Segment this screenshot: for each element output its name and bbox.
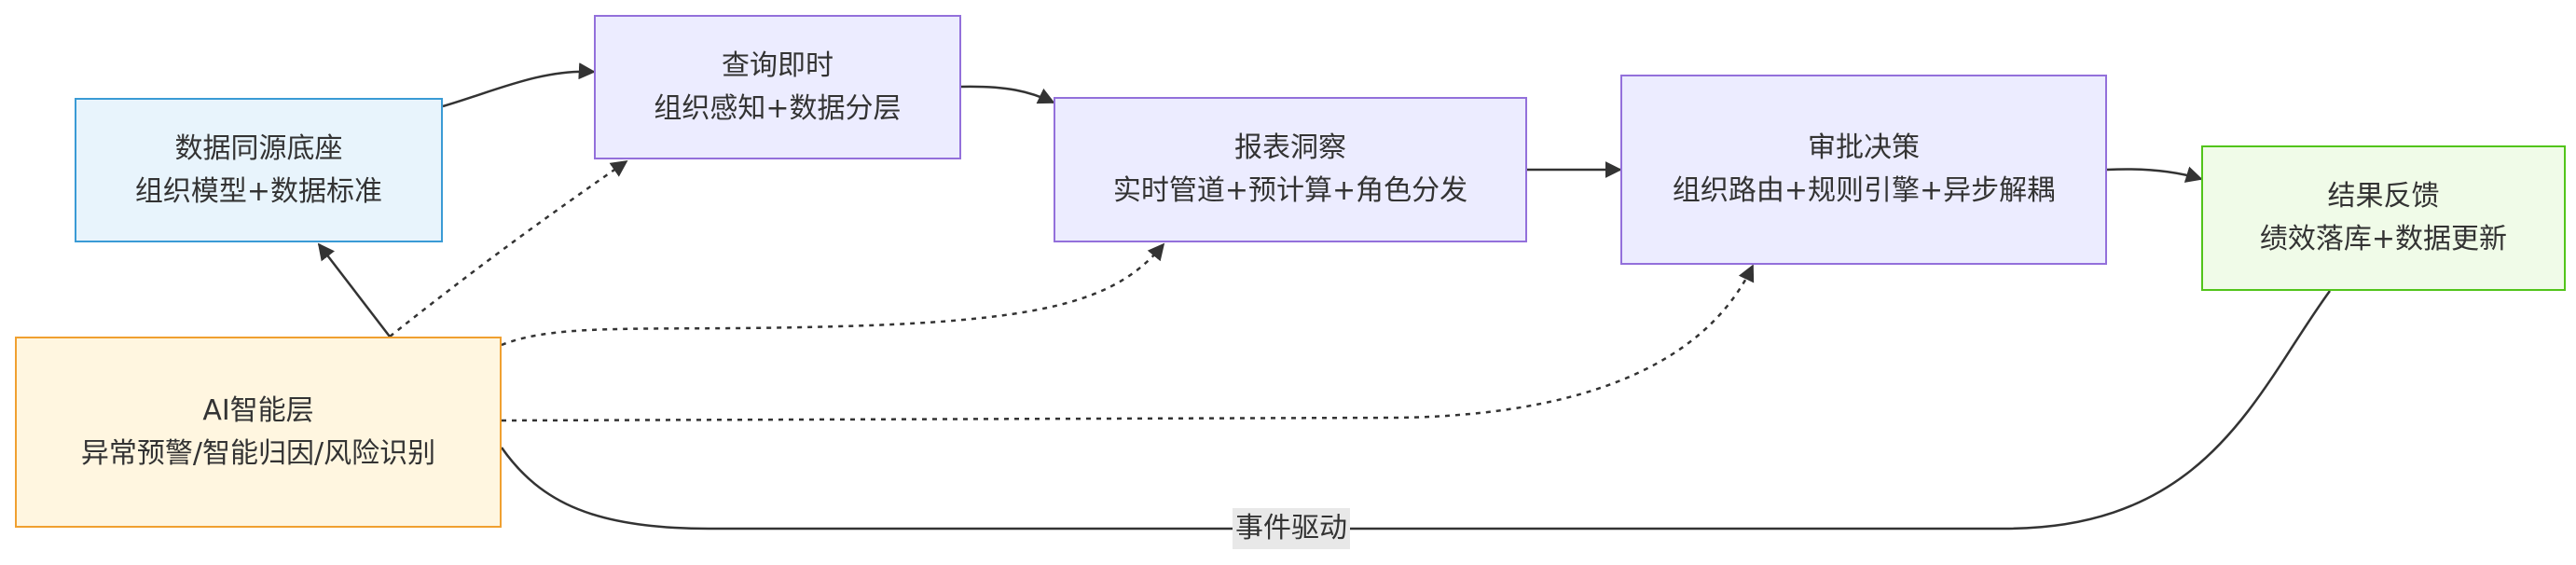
- node-ai-layer: AI智能层 异常预警/智能归因/风险识别: [15, 337, 502, 528]
- edge-ai-to-foundation: [317, 242, 391, 338]
- node-subtitle: 组织模型+数据标准: [134, 174, 383, 208]
- node-subtitle: 实时管道+预计算+角色分发: [1112, 174, 1468, 207]
- node-title: 结果反馈: [2327, 180, 2440, 213]
- node-title: 审批决策: [1808, 131, 1920, 164]
- edge-query-to-report: [960, 85, 1055, 104]
- node-query-instant: 查询即时 组织感知+数据分层: [594, 15, 961, 159]
- node-subtitle: 组织感知+数据分层: [654, 91, 902, 125]
- node-subtitle: 绩效落库+数据更新: [2259, 223, 2508, 255]
- node-report-insight-label: 报表洞察 实时管道+预计算+角色分发: [1113, 127, 1467, 213]
- node-subtitle: 异常预警/智能归因/风险识别: [80, 436, 436, 470]
- node-data-foundation-label: 数据同源底座 组织模型+数据标准: [135, 128, 382, 214]
- edge-foundation-to-query: [442, 62, 596, 108]
- node-result-feedback-label: 结果反馈 绩效落库+数据更新: [2260, 175, 2507, 261]
- node-result-feedback: 结果反馈 绩效落库+数据更新: [2201, 145, 2566, 291]
- edge-result-to-ai-event-driven: [500, 290, 2332, 531]
- node-report-insight: 报表洞察 实时管道+预计算+角色分发: [1054, 97, 1527, 242]
- node-title: 查询即时: [721, 48, 833, 82]
- node-data-foundation: 数据同源底座 组织模型+数据标准: [75, 98, 443, 242]
- edge-approval-to-result: [2106, 166, 2203, 183]
- node-subtitle: 组织路由+规则引擎+异步解耦: [1672, 174, 2056, 207]
- node-title: 报表洞察: [1234, 131, 1346, 164]
- node-title: AI智能层: [202, 393, 314, 427]
- edge-ai-to-query-dotted: [389, 159, 628, 338]
- node-query-instant-label: 查询即时 组织感知+数据分层: [654, 45, 901, 131]
- node-ai-layer-label: AI智能层 异常预警/智能归因/风险识别: [53, 390, 463, 475]
- node-approval-decision: 审批决策 组织路由+规则引擎+异步解耦: [1620, 75, 2107, 265]
- node-approval-decision-label: 审批决策 组织路由+规则引擎+异步解耦: [1659, 127, 2069, 213]
- node-title: 数据同源底座: [174, 131, 343, 165]
- edge-label-event-driven: 事件驱动: [1233, 508, 1350, 549]
- edge-ai-to-approval-dotted: [501, 264, 1755, 422]
- edge-ai-to-report-dotted: [501, 242, 1165, 347]
